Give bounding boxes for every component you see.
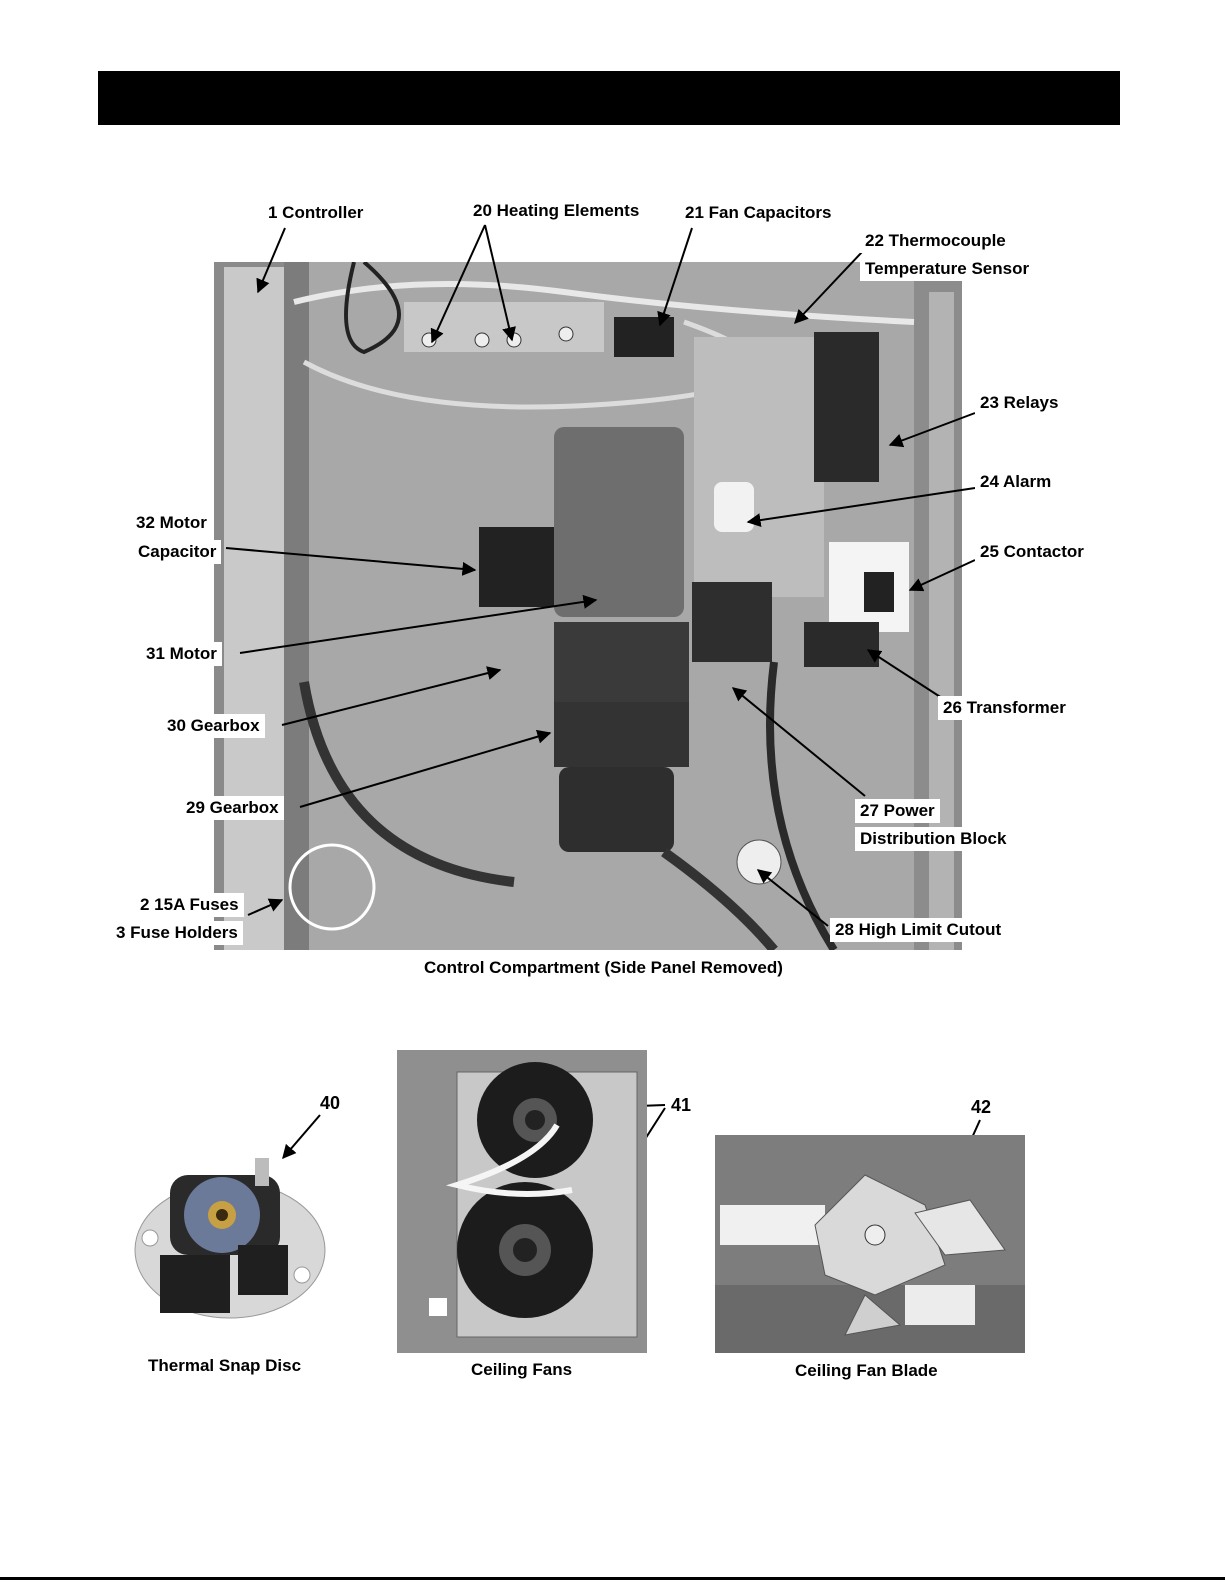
callout-fuses: 2 15A Fuses xyxy=(135,893,244,917)
callout-controller: 1 Controller xyxy=(263,201,369,225)
footer-rule xyxy=(0,1577,1225,1580)
callout-41: 41 xyxy=(671,1095,692,1115)
callout-40: 40 xyxy=(320,1093,341,1113)
main-figure-caption: Control Compartment (Side Panel Removed) xyxy=(424,958,783,977)
callout-high-limit-cutout: 28 High Limit Cutout xyxy=(830,918,1007,942)
header-bar xyxy=(98,71,1120,125)
callout-relays: 23 Relays xyxy=(975,391,1064,415)
callout-thermocouple: 22 Thermocouple xyxy=(860,229,1011,253)
callout-motor: 31 Motor xyxy=(141,642,222,666)
ceiling-fan-blade-illustration xyxy=(715,1135,1025,1353)
control-compartment-photo xyxy=(214,262,962,950)
callout-motor-capacitor-1: 32 Motor xyxy=(131,511,212,535)
callout-fan-capacitors: 21 Fan Capacitors xyxy=(680,201,837,225)
callout-fuse-holders: 3 Fuse Holders xyxy=(111,921,243,945)
callout-temperature-sensor: Temperature Sensor xyxy=(860,257,1035,281)
callout-alarm: 24 Alarm xyxy=(975,470,1057,494)
callout-gearbox-29: 29 Gearbox xyxy=(181,796,284,820)
callout-heating-elements: 20 Heating Elements xyxy=(468,199,645,223)
ceiling-fans-illustration xyxy=(397,1050,647,1353)
ceiling-fan-blade-caption: Ceiling Fan Blade xyxy=(795,1361,938,1380)
ceiling-fans-photo xyxy=(397,1050,647,1353)
control-compartment-illustration xyxy=(214,262,962,950)
callout-transformer: 26 Transformer xyxy=(938,696,1071,720)
callout-power: 27 Power xyxy=(855,799,940,823)
thermal-snap-disc-caption: Thermal Snap Disc xyxy=(148,1356,302,1375)
callout-contactor: 25 Contactor xyxy=(975,540,1089,564)
callout-motor-capacitor-2: Capacitor xyxy=(133,540,222,564)
ceiling-fans-caption: Ceiling Fans xyxy=(471,1360,573,1379)
callout-42: 42 xyxy=(971,1097,992,1117)
callout-gearbox-30: 30 Gearbox xyxy=(162,714,265,738)
ceiling-fan-blade-photo xyxy=(715,1135,1025,1353)
callout-distribution-block: Distribution Block xyxy=(855,827,1012,851)
